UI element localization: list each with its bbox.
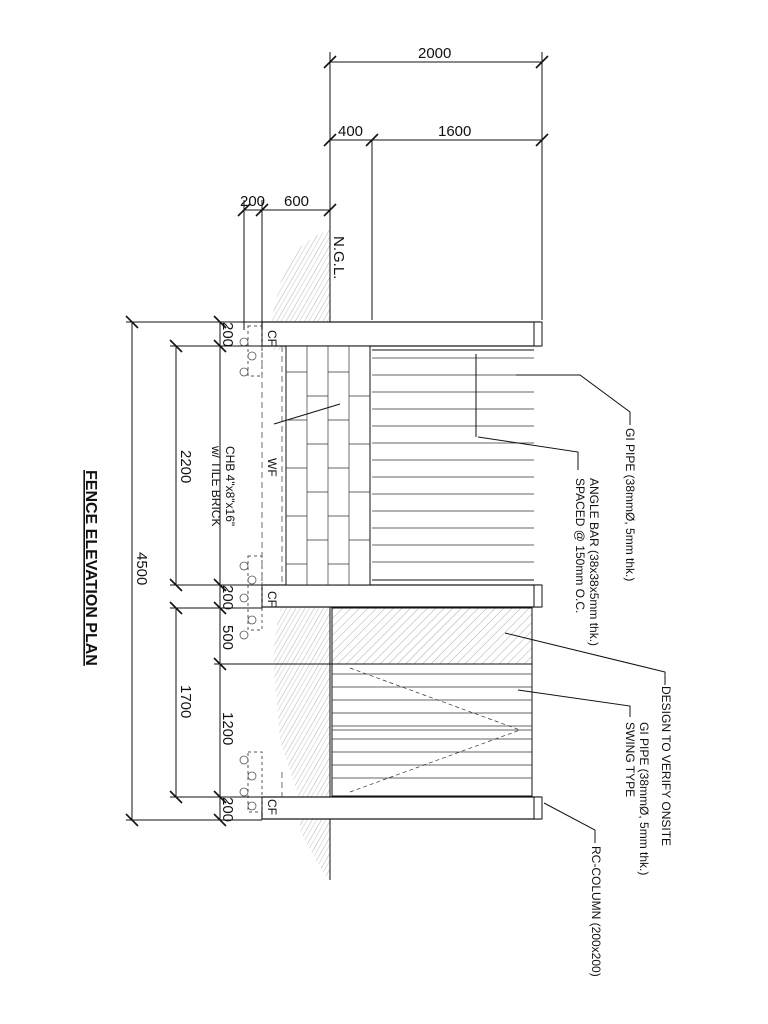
gate-swing-panel <box>331 663 533 797</box>
dim-4500: 4500 <box>133 552 150 585</box>
fence-grill-upper <box>372 349 534 581</box>
dim-1600: 1600 <box>438 123 471 140</box>
dim-1200: 1200 <box>219 712 236 745</box>
column-top <box>261 321 543 347</box>
dim-200-c: 200 <box>219 797 236 822</box>
footing-outlines <box>247 322 283 820</box>
top-dimensions <box>237 52 549 330</box>
column-bottom <box>261 796 543 820</box>
chb-label-line1: CHB 4"x8"x16" <box>223 446 237 526</box>
column-middle <box>261 584 543 608</box>
dim-2000: 2000 <box>418 45 451 62</box>
gate-upper-panel <box>331 607 533 665</box>
cf-label-bottom: CF <box>265 799 279 815</box>
left-dimensions <box>125 315 332 827</box>
cf-label-middle: CF <box>265 591 279 607</box>
ngl-label: N.G.L. <box>330 236 347 279</box>
dim-2200: 2200 <box>177 450 194 483</box>
dim-1700: 1700 <box>177 685 194 718</box>
dim-600: 600 <box>284 193 309 210</box>
chb-label-line2: w/ TILE BRICK <box>209 445 223 526</box>
callout-rc-column: RC-COLUMN (200x200) <box>589 846 603 977</box>
leader-lines <box>273 354 666 843</box>
drawing-title: FENCE ELEVATION PLAN <box>82 470 99 666</box>
wf-label: WF <box>265 458 279 477</box>
callout-gi-pipe-1: GI PIPE (38mmØ, 5mm thk.) <box>623 428 637 581</box>
cf-label-top: CF <box>265 330 279 346</box>
gravel-symbols <box>239 337 257 811</box>
callout-angle-bar-1: ANGLE BAR (38x38x5mm thk.) <box>587 478 601 646</box>
dim-500: 500 <box>219 625 236 650</box>
callout-angle-bar-2: SPACED @ 150mm O.C. <box>573 478 587 613</box>
dim-200-top: 200 <box>240 193 265 210</box>
dim-200-b: 200 <box>219 585 236 610</box>
dim-400: 400 <box>338 123 363 140</box>
callout-design-verify: DESIGN TO VERIFY ONSITE <box>659 686 673 846</box>
callout-gi-pipe-2: GI PIPE (38mmØ, 5mm thk.) <box>637 722 651 875</box>
chb-wall <box>285 345 371 586</box>
dim-200-a: 200 <box>219 322 236 347</box>
callout-swing-type: SWING TYPE <box>623 722 637 797</box>
